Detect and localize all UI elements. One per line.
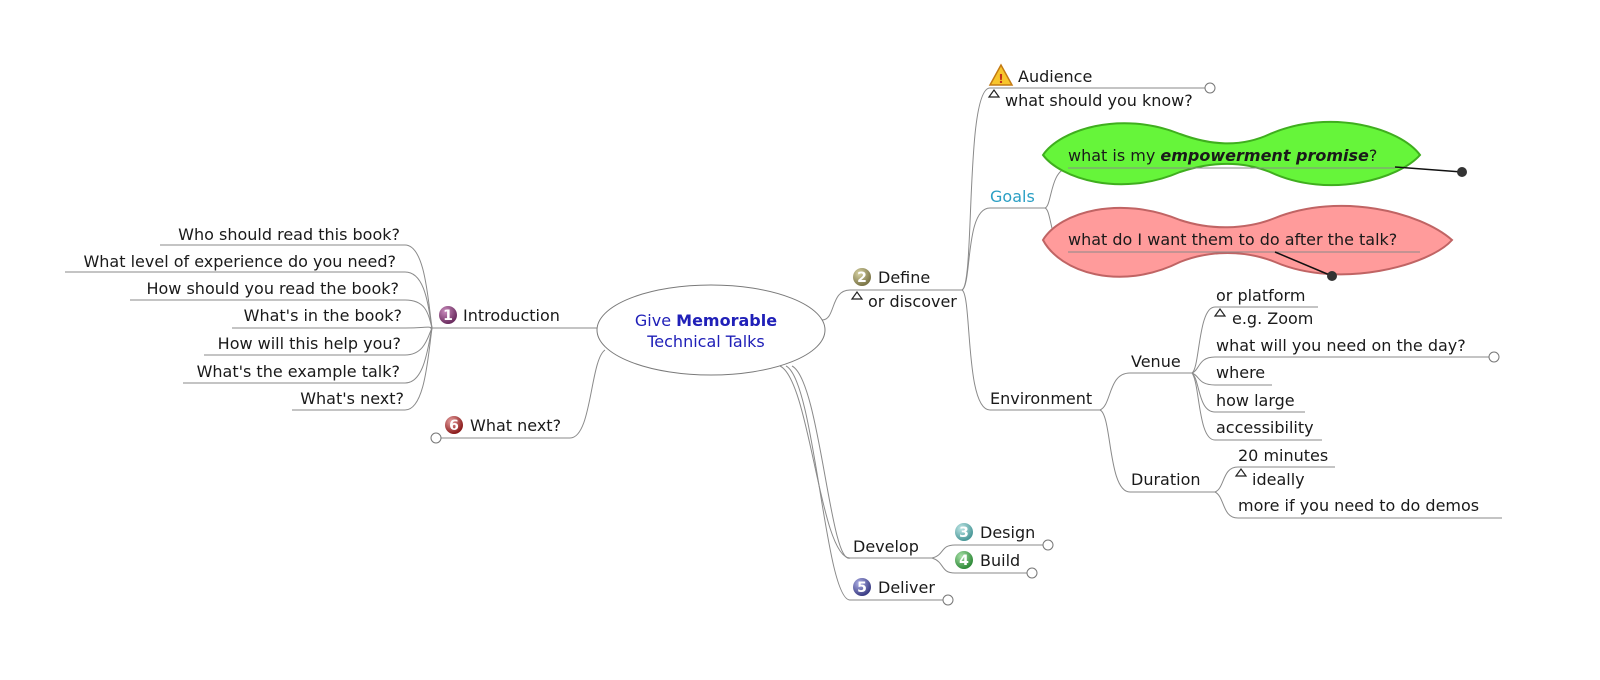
relationship-line xyxy=(1394,166,1463,173)
define-label: Define xyxy=(878,268,930,287)
topic-define[interactable]: 2 Define or discover xyxy=(850,268,957,311)
goal-1-suffix: ? xyxy=(1369,146,1378,165)
venue-platform-label: or platform xyxy=(1216,286,1305,305)
relationship-end-dot xyxy=(1327,271,1337,281)
venue-platform-note: e.g. Zoom xyxy=(1232,309,1313,328)
central-topic[interactable]: Give Memorable Technical Talks xyxy=(596,284,826,376)
list-item[interactable]: What's in the book? xyxy=(232,306,405,329)
svg-text:Who should read this book?: Who should read this book? xyxy=(178,225,400,244)
list-item[interactable]: What's the example talk? xyxy=(183,362,405,384)
topic-design[interactable]: 3 Design xyxy=(955,523,1035,542)
list-item[interactable]: How will this help you? xyxy=(204,334,405,356)
duration-time-label: 20 minutes xyxy=(1238,446,1328,465)
number-badge-2-icon xyxy=(853,268,871,286)
topic-what-next[interactable]: 6 What next? xyxy=(445,416,561,435)
duration-label: Duration xyxy=(1131,470,1201,489)
collapse-knob-build[interactable] xyxy=(1026,567,1038,579)
note-triangle-icon xyxy=(987,88,1001,98)
topic-venue[interactable]: Venue xyxy=(1131,352,1181,371)
venue-label: Venue xyxy=(1131,352,1181,371)
duration-time-note: ideally xyxy=(1252,470,1305,489)
number-badge-5-icon xyxy=(853,578,871,596)
svg-text:accessibility: accessibility xyxy=(1216,418,1314,437)
svg-text:!: ! xyxy=(998,72,1003,86)
number-badge-3-icon xyxy=(955,523,973,541)
svg-text:what will you need on the day?: what will you need on the day? xyxy=(1216,336,1466,355)
develop-label: Develop xyxy=(853,537,919,556)
goal-bubble-after-talk[interactable]: what do I want them to do after the talk… xyxy=(1041,205,1454,281)
number-badge-3-text: 3 xyxy=(959,525,969,541)
svg-text:What's the example talk?: What's the example talk? xyxy=(197,362,400,381)
list-item[interactable]: How should you read the book? xyxy=(130,279,405,301)
svg-text:How will this help you?: How will this help you? xyxy=(218,334,401,353)
audience-note: what should you know? xyxy=(1005,91,1193,110)
collapse-knob-what-next[interactable] xyxy=(430,432,442,444)
list-item[interactable]: how large xyxy=(1216,391,1295,410)
number-badge-2-text: 2 xyxy=(857,270,867,286)
topic-duration[interactable]: Duration xyxy=(1131,470,1201,489)
collapse-knob-venue-day[interactable] xyxy=(1488,351,1500,363)
audience-label: Audience xyxy=(1018,67,1092,86)
what-next-label: What next? xyxy=(470,416,561,435)
list-item[interactable]: what will you need on the day? xyxy=(1216,336,1466,355)
svg-text:how large: how large xyxy=(1216,391,1295,410)
list-item[interactable]: Who should read this book? xyxy=(160,225,405,246)
number-badge-6-text: 6 xyxy=(449,418,459,434)
svg-text:What's next?: What's next? xyxy=(300,389,404,408)
collapse-knob-audience[interactable] xyxy=(1204,82,1216,94)
goal-1-prefix: what is my xyxy=(1068,146,1160,165)
environment-label: Environment xyxy=(990,389,1092,408)
introduction-label: Introduction xyxy=(463,306,560,325)
deliver-label: Deliver xyxy=(878,578,935,597)
list-item[interactable]: accessibility xyxy=(1216,418,1314,437)
number-badge-1-text: 1 xyxy=(443,308,453,324)
goal-2-text: what do I want them to do after the talk… xyxy=(1068,230,1397,249)
topic-deliver[interactable]: 5 Deliver xyxy=(853,578,935,597)
svg-text:what is my empowerment promise: what is my empowerment promise? xyxy=(1068,146,1377,165)
svg-text:Give Memorable: Give Memorable xyxy=(635,311,777,330)
central-topic-line2: Technical Talks xyxy=(646,332,765,351)
topic-environment[interactable]: Environment xyxy=(990,389,1092,408)
number-badge-5-text: 5 xyxy=(857,580,867,596)
relationship-line xyxy=(1274,251,1333,277)
number-badge-4-icon xyxy=(955,551,973,569)
note-triangle-icon xyxy=(1213,307,1227,317)
svg-text:What level of experience do yo: What level of experience do you need? xyxy=(83,252,396,271)
svg-text:more if you need to do demos: more if you need to do demos xyxy=(1238,496,1479,515)
central-topic-bold: Memorable xyxy=(676,311,777,330)
design-label: Design xyxy=(980,523,1035,542)
topic-goals[interactable]: Goals xyxy=(990,187,1035,206)
list-item[interactable]: where xyxy=(1216,363,1265,382)
svg-text:How should you read the book?: How should you read the book? xyxy=(146,279,399,298)
list-item[interactable]: more if you need to do demos xyxy=(1238,496,1479,515)
topic-introduction[interactable]: 1 Introduction xyxy=(439,306,560,325)
collapse-knob-design[interactable] xyxy=(1042,539,1054,551)
svg-text:What's in the book?: What's in the book? xyxy=(244,306,402,325)
define-note: or discover xyxy=(868,292,957,311)
list-item[interactable]: What's next? xyxy=(292,389,405,411)
introduction-children: Who should read this book? What level of… xyxy=(65,225,405,411)
relationship-end-dot xyxy=(1457,167,1467,177)
list-item[interactable]: What level of experience do you need? xyxy=(65,252,405,273)
central-topic-prefix: Give xyxy=(635,311,676,330)
goals-label: Goals xyxy=(990,187,1035,206)
number-badge-4-text: 4 xyxy=(959,553,969,569)
note-triangle-icon xyxy=(850,290,864,300)
topic-audience[interactable]: ! Audience what should you know? xyxy=(987,63,1193,110)
topic-build[interactable]: 4 Build xyxy=(955,551,1020,570)
goal-bubble-empowerment[interactable]: what is my empowerment promise? xyxy=(1041,120,1467,187)
duration-time[interactable]: 20 minutes ideally xyxy=(1234,446,1328,489)
build-label: Build xyxy=(980,551,1020,570)
note-triangle-icon xyxy=(1234,467,1248,477)
svg-text:where: where xyxy=(1216,363,1265,382)
topic-develop[interactable]: Develop xyxy=(853,537,919,556)
warning-icon: ! xyxy=(988,63,1014,86)
number-badge-1-icon xyxy=(439,306,457,324)
number-badge-6-icon xyxy=(445,416,463,434)
venue-platform[interactable]: or platform e.g. Zoom xyxy=(1213,286,1313,328)
goal-1-bold: empowerment promise xyxy=(1160,146,1369,165)
collapse-knob-deliver[interactable] xyxy=(942,594,954,606)
